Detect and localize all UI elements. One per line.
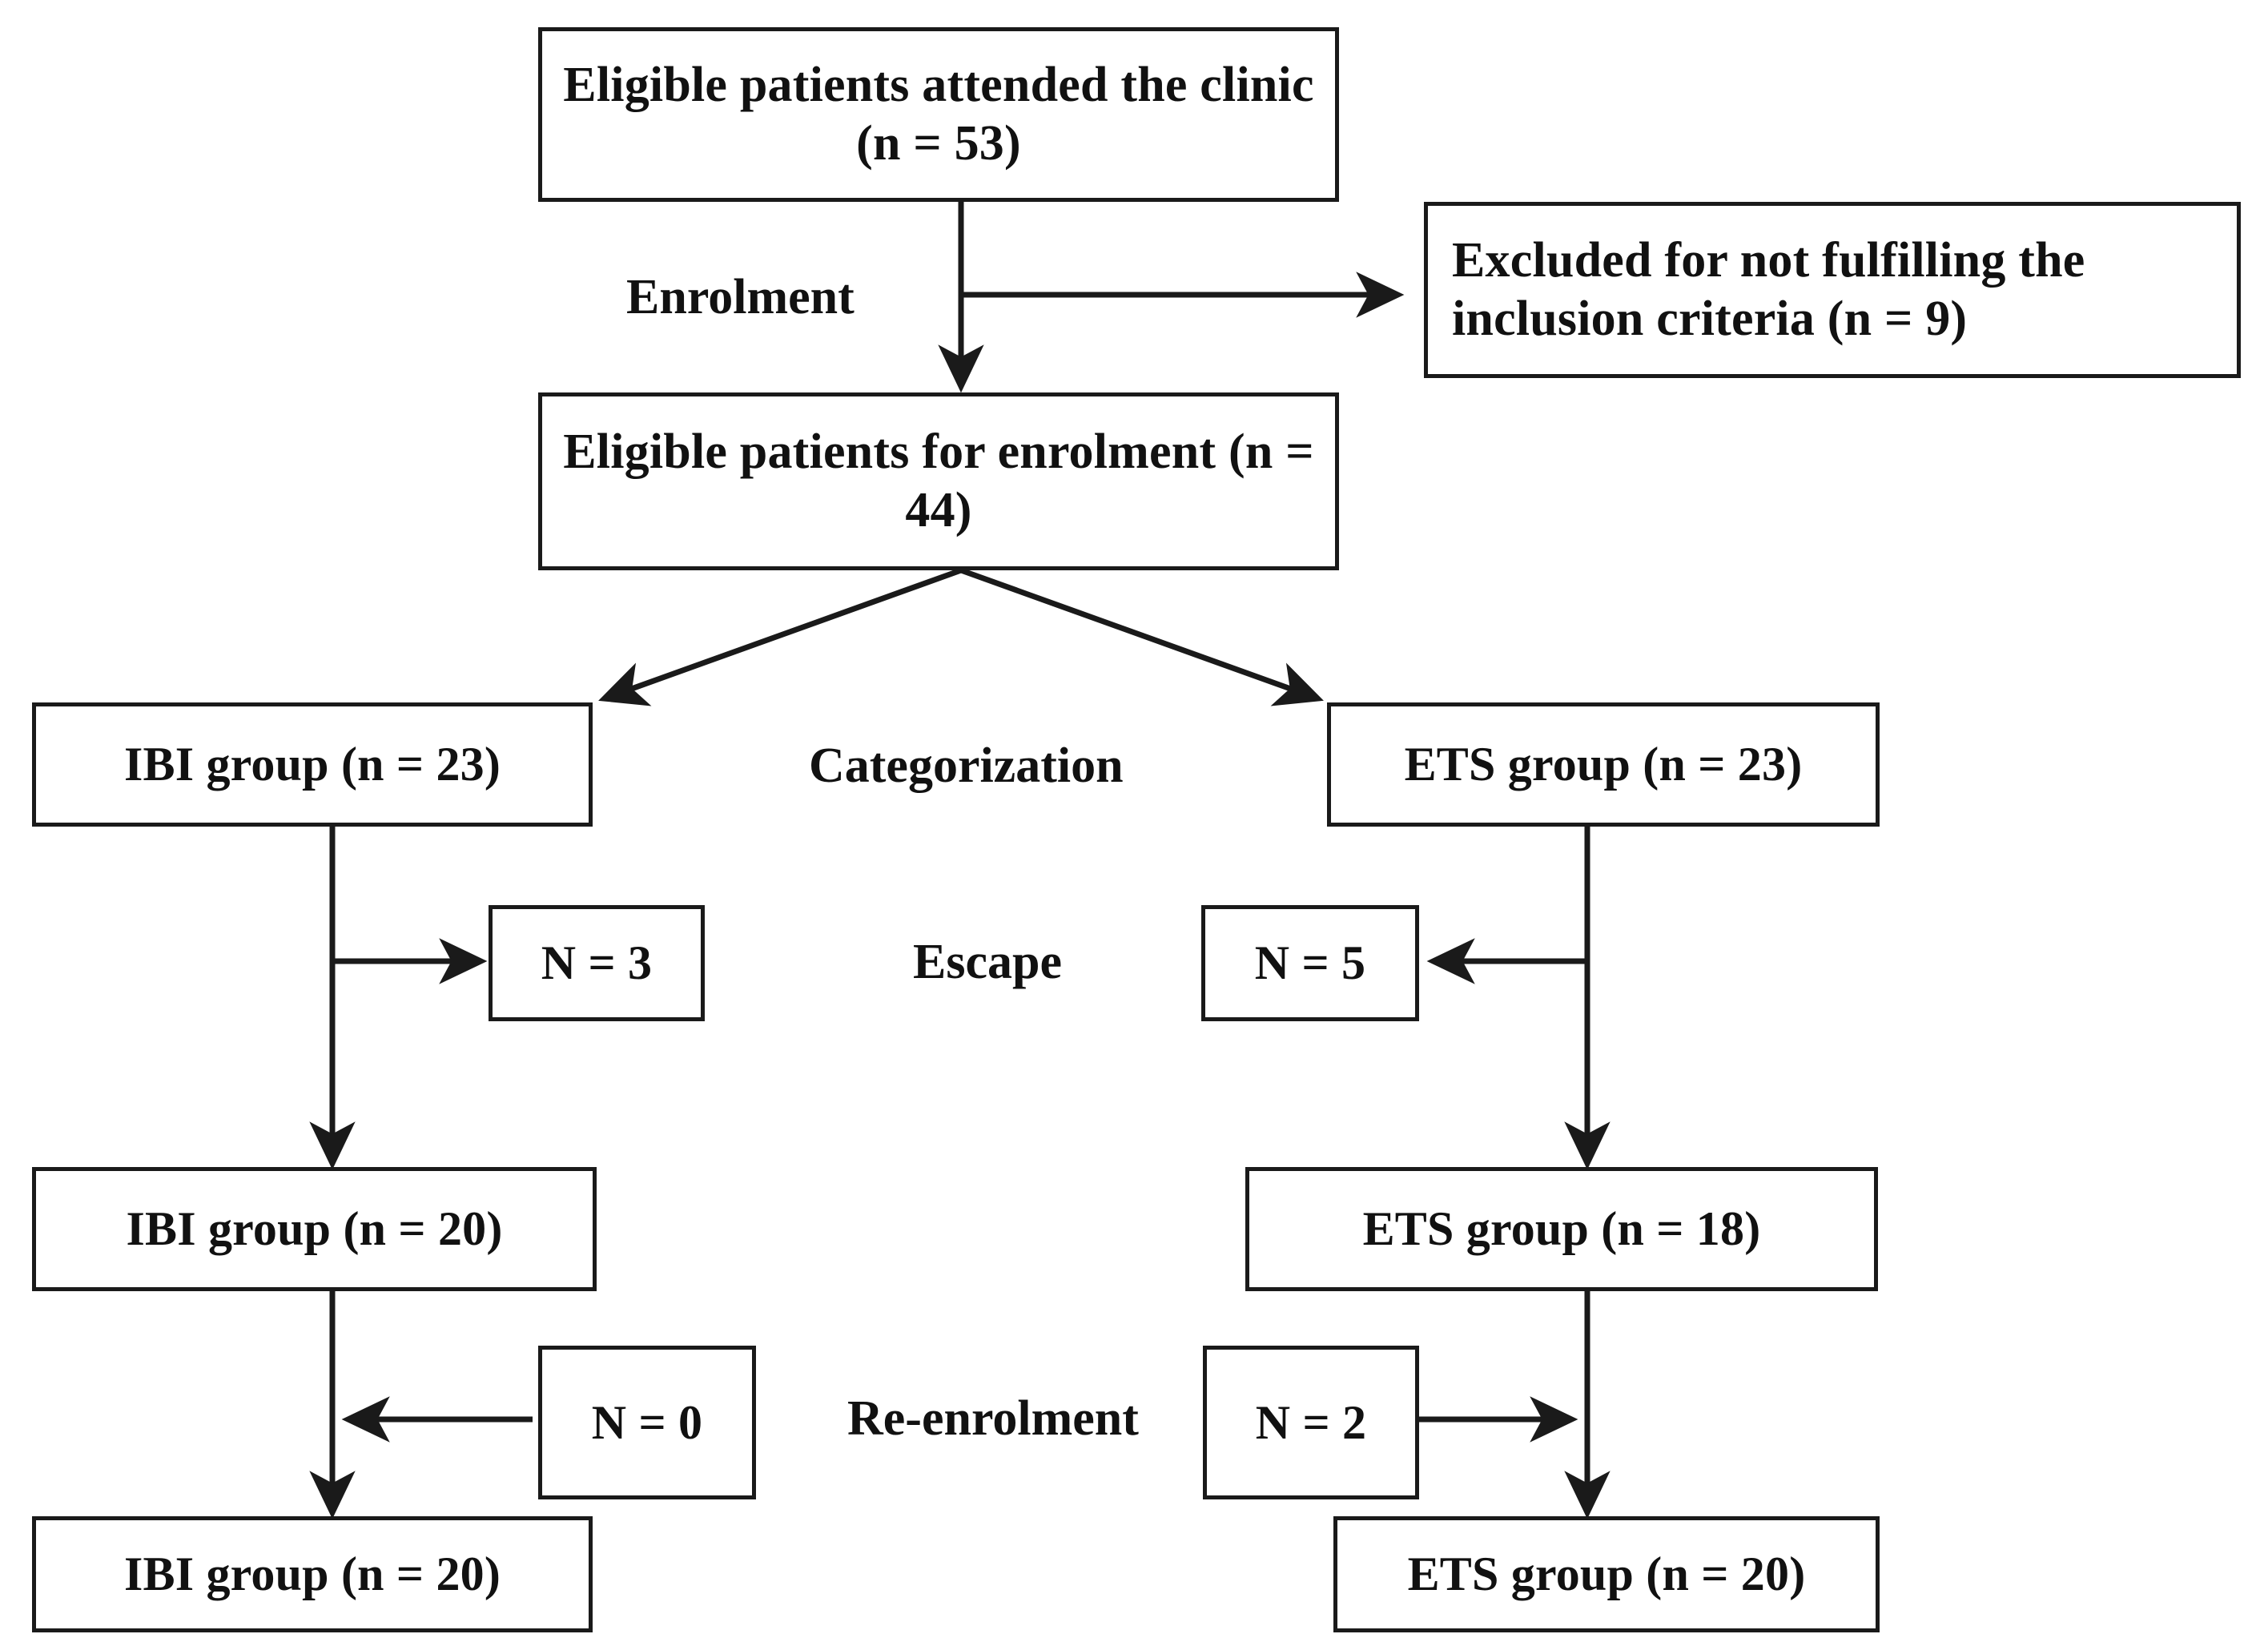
box-ets-group-18-label: ETS group (n = 18) [1362, 1202, 1761, 1256]
box-escape-ibi: N = 3 [489, 905, 705, 1021]
box-ibi-group-20-mid-label: IBI group (n = 20) [126, 1202, 503, 1256]
stage-label-categorization: Categorization [809, 739, 1124, 793]
box-ibi-group-23: IBI group (n = 23) [32, 702, 593, 827]
wire-eligible-to-ibi [598, 567, 963, 706]
box-reenrolment-ets-label: N = 2 [1255, 1395, 1367, 1449]
box-ibi-group-20-final: IBI group (n = 20) [32, 1516, 593, 1632]
box-ets-group-18: ETS group (n = 18) [1245, 1167, 1878, 1291]
box-eligible-attended-label: Eligible patients attended the clinic (n… [563, 57, 1314, 171]
box-reenrolment-ets: N = 2 [1203, 1346, 1419, 1499]
box-ibi-group-20-final-label: IBI group (n = 20) [123, 1547, 501, 1601]
stage-label-reenrolment: Re-enrolment [847, 1391, 1139, 1446]
box-escape-ibi-label: N = 3 [541, 936, 653, 990]
box-eligible-enrolment: Eligible patients for enrolment (n = 44) [538, 392, 1339, 570]
box-ets-group-20-final: ETS group (n = 20) [1333, 1516, 1880, 1632]
box-ets-group-23-label: ETS group (n = 23) [1404, 738, 1803, 791]
box-escape-ets-label: N = 5 [1254, 936, 1366, 990]
box-eligible-attended: Eligible patients attended the clinic (n… [538, 27, 1339, 202]
box-eligible-enrolment-label: Eligible patients for enrolment (n = 44) [563, 424, 1314, 537]
stage-label-enrolment: Enrolment [626, 270, 855, 324]
box-escape-ets: N = 5 [1201, 905, 1419, 1021]
wire-eligible-to-ets [959, 567, 1324, 706]
box-reenrolment-ibi-label: N = 0 [591, 1395, 703, 1449]
box-ibi-group-20-mid: IBI group (n = 20) [32, 1167, 597, 1291]
box-excluded-label: Excluded for not fulfilling the inclusio… [1452, 232, 2085, 346]
box-excluded: Excluded for not fulfilling the inclusio… [1424, 202, 2241, 378]
box-ibi-group-23-label: IBI group (n = 23) [123, 738, 501, 791]
box-ets-group-20-final-label: ETS group (n = 20) [1407, 1547, 1806, 1601]
box-ets-group-23: ETS group (n = 23) [1327, 702, 1880, 827]
stage-label-escape: Escape [913, 935, 1062, 989]
box-reenrolment-ibi: N = 0 [538, 1346, 756, 1499]
